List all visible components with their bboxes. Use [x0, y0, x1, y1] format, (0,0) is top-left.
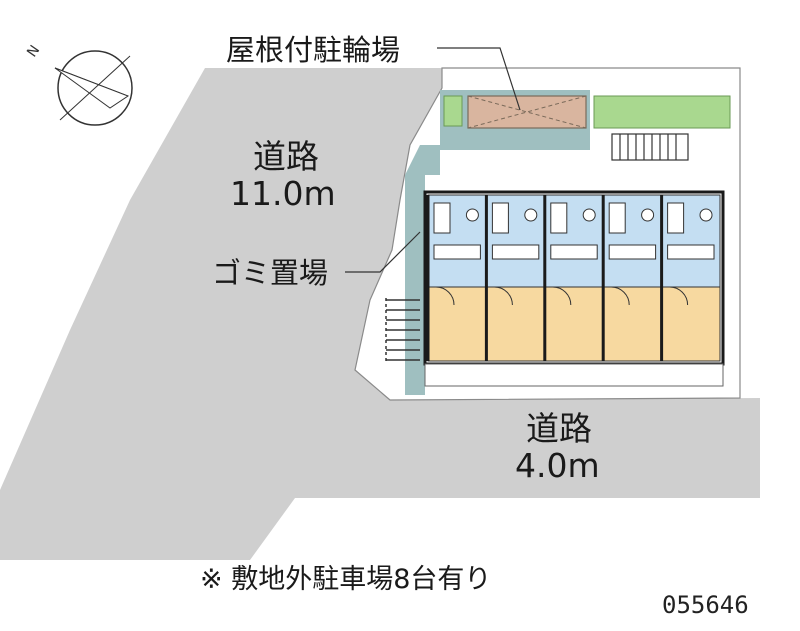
apartment-units	[426, 194, 721, 362]
unit-room	[602, 286, 663, 362]
main-road-area	[0, 68, 760, 560]
compass-icon: N	[24, 43, 133, 126]
bicycle-parking-area	[467, 95, 587, 129]
garbage-area-label: ゴミ置場	[212, 256, 328, 290]
garbage-area-leader	[345, 231, 421, 273]
unit-toilet-fixture	[582, 208, 596, 222]
property-code: 055646	[662, 591, 749, 619]
main-road-width: 11.0m	[230, 174, 336, 213]
unit-kitchen-counter	[550, 244, 598, 260]
unit-room	[485, 286, 546, 362]
offsite-parking-note: ※ 敷地外駐車場8台有り	[200, 564, 491, 595]
unit-door-swing	[669, 286, 689, 306]
unit-bath-fixture	[608, 202, 626, 234]
unit-bath-fixture	[550, 202, 568, 234]
compass-north-letter: N	[24, 43, 43, 61]
unit-door-swing	[435, 286, 455, 306]
unit-room	[427, 286, 487, 362]
unit-bath-fixture	[491, 202, 509, 234]
main-road-name: 道路	[253, 137, 319, 176]
unit-door-swing	[611, 286, 630, 306]
unit-room	[661, 286, 721, 362]
stairs	[611, 133, 689, 161]
unit-toilet-fixture	[641, 208, 655, 222]
greenery-top-left	[443, 95, 463, 127]
unit-kitchen-counter	[433, 244, 481, 260]
unit-kitchen-counter	[667, 244, 715, 260]
bicycle-parking-leader	[437, 47, 521, 111]
unit-door-swing	[494, 286, 513, 306]
unit-toilet-fixture	[699, 208, 713, 222]
unit-bath-fixture	[667, 202, 685, 234]
walkway-strip	[455, 130, 590, 150]
side-road-width: 4.0m	[515, 446, 600, 485]
unit-kitchen-counter	[491, 244, 540, 260]
bike-racks	[385, 298, 420, 362]
bicycle-parking-label: 屋根付駐輪場	[226, 33, 400, 67]
unit-toilet-fixture	[465, 208, 479, 222]
side-road-name: 道路	[526, 409, 592, 448]
unit-toilet-fixture	[524, 208, 538, 222]
unit-kitchen-counter	[608, 244, 657, 260]
balcony-strip	[424, 363, 724, 387]
unit-room	[544, 286, 604, 362]
greenery-top-right	[593, 95, 731, 129]
unit-door-swing	[552, 286, 572, 306]
unit-bath-fixture	[433, 202, 451, 234]
